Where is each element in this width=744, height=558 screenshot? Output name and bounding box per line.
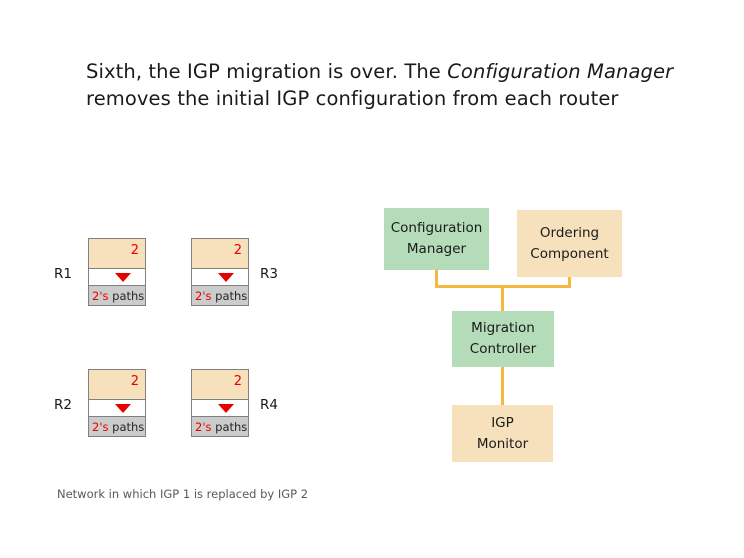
router-r3-igp-band: 2: [191, 238, 249, 268]
title-emphasis: Configuration Manager: [447, 60, 674, 83]
router-label-r2: R2: [54, 397, 72, 413]
router-r3-paths-label: paths: [215, 289, 248, 303]
router-r3-paths-text: 2's paths: [195, 288, 247, 304]
arch-box-migration-controller[interactable]: Migration Controller: [452, 311, 554, 367]
page-title: Sixth, the IGP migration is over. The Co…: [86, 58, 706, 112]
router-r4-igp-band: 2: [191, 369, 249, 399]
router-r2-igp-number: 2: [130, 374, 139, 389]
router-r1-igp-band: 2: [88, 238, 146, 268]
connector-bus-to-migration-controller: [501, 285, 504, 311]
down-triangle-icon: [115, 273, 131, 282]
router-r4-paths-number: 2's: [195, 420, 212, 434]
connector-ordering-component-drop: [568, 277, 571, 288]
configuration-manager-line-1: Configuration: [390, 220, 483, 236]
router-r3-paths-band: 2's paths: [191, 286, 249, 306]
igp-monitor-line-2: Monitor: [476, 435, 529, 452]
router-r4-igp-number: 2: [233, 374, 242, 389]
router-r2-paths-number: 2's: [92, 420, 109, 434]
down-triangle-icon: [218, 273, 234, 282]
arch-box-ordering-component[interactable]: Ordering Component: [517, 210, 622, 277]
connector-config-manager-drop: [435, 270, 438, 288]
router-r2-paths-label: paths: [112, 420, 145, 434]
title-line-1: Sixth, the IGP migration is over. The Co…: [86, 58, 706, 85]
router-r3-arrow-band: [191, 268, 249, 286]
arch-box-configuration-manager[interactable]: Configuration Manager: [384, 208, 489, 270]
router-box-r3: 2 2's paths: [191, 238, 249, 306]
router-r4-paths-label: paths: [215, 420, 248, 434]
router-r3-paths-number: 2's: [195, 289, 212, 303]
connector-migration-controller-to-igp-monitor: [501, 367, 504, 405]
router-r4-paths-band: 2's paths: [191, 417, 249, 437]
router-r2-paths-text: 2's paths: [92, 419, 144, 435]
figure-caption: Network in which IGP 1 is replaced by IG…: [57, 487, 309, 501]
router-r1-paths-band: 2's paths: [88, 286, 146, 306]
migration-controller-line-1: Migration: [471, 320, 535, 336]
router-box-r1: 2 2's paths: [88, 238, 146, 306]
migration-controller-line-2: Controller: [469, 341, 537, 357]
router-r4-arrow-band: [191, 399, 249, 417]
ordering-component-line-1: Ordering: [539, 224, 600, 241]
router-label-r3: R3: [260, 266, 278, 282]
router-r1-arrow-band: [88, 268, 146, 286]
router-r2-arrow-band: [88, 399, 146, 417]
ordering-component-line-2: Component: [530, 245, 609, 262]
router-box-r4: 2 2's paths: [191, 369, 249, 437]
configuration-manager-line-2: Manager: [406, 241, 467, 257]
router-r1-paths-text: 2's paths: [92, 288, 144, 304]
router-label-r4: R4: [260, 397, 278, 413]
down-triangle-icon: [218, 404, 234, 413]
router-r1-igp-number: 2: [130, 243, 139, 258]
arch-box-igp-monitor[interactable]: IGP Monitor: [452, 405, 553, 462]
router-r2-igp-band: 2: [88, 369, 146, 399]
igp-monitor-line-1: IGP: [491, 414, 514, 431]
router-r4-paths-text: 2's paths: [195, 419, 247, 435]
title-line-2: removes the initial IGP configuration fr…: [86, 87, 619, 110]
router-r1-paths-number: 2's: [92, 289, 109, 303]
router-r1-paths-label: paths: [112, 289, 145, 303]
router-label-r1: R1: [54, 266, 72, 282]
title-text-pre: Sixth, the IGP migration is over. The: [86, 60, 448, 83]
router-r3-igp-number: 2: [233, 243, 242, 258]
router-r2-paths-band: 2's paths: [88, 417, 146, 437]
down-triangle-icon: [115, 404, 131, 413]
router-box-r2: 2 2's paths: [88, 369, 146, 437]
